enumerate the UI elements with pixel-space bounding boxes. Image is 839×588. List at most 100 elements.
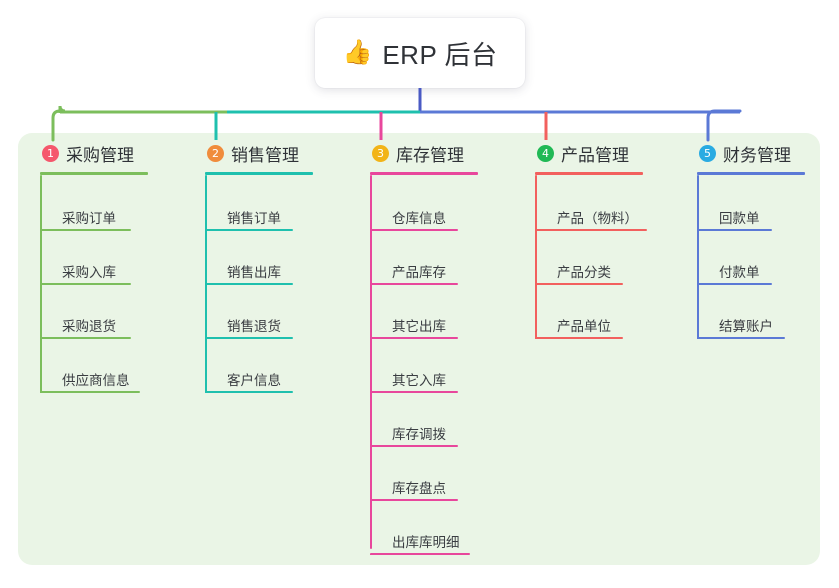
list-item-rule (40, 391, 140, 393)
branch-spine-4 (535, 175, 537, 339)
list-item[interactable]: 采购订单 (40, 175, 190, 231)
list-item-rule (40, 337, 131, 339)
list-item[interactable]: 产品分类 (535, 231, 695, 285)
list-item-rule (697, 283, 772, 285)
list-item-label: 产品分类 (557, 265, 611, 280)
branch-header-5[interactable]: 5 财务管理 (697, 140, 839, 166)
list-item[interactable]: 供应商信息 (40, 339, 190, 393)
branch-column-2: 2 销售管理 销售订单 销售出库 销售退货 客户信息 (205, 140, 355, 393)
list-item-label: 采购订单 (62, 211, 116, 226)
list-item-label: 结算账户 (719, 319, 773, 334)
list-item-rule (370, 337, 458, 339)
thumbs-up-icon: 👍 (342, 39, 373, 66)
list-item-label: 其它入库 (392, 373, 446, 388)
list-item[interactable]: 销售退货 (205, 285, 355, 339)
list-item-rule (535, 337, 623, 339)
branch-title-5: 财务管理 (723, 145, 791, 165)
root-node-content: 👍 ERP 后台 (342, 35, 497, 72)
list-item-label: 仓库信息 (392, 211, 446, 226)
branch-title-3: 库存管理 (396, 145, 464, 165)
list-item-label: 供应商信息 (62, 373, 130, 388)
list-item-rule (40, 283, 131, 285)
branch-header-4[interactable]: 4 产品管理 (535, 140, 695, 166)
list-item-rule (370, 283, 458, 285)
branch-badge-2: 2 (207, 144, 224, 162)
list-item-label: 付款单 (719, 265, 760, 280)
list-item-label: 其它出库 (392, 319, 446, 334)
list-item[interactable]: 销售出库 (205, 231, 355, 285)
list-item[interactable]: 销售订单 (205, 175, 355, 231)
branch-rule-5 (697, 172, 805, 175)
mindmap-panel (18, 133, 820, 565)
list-item-rule (370, 499, 458, 501)
branch-spine-3 (370, 175, 372, 549)
branch-title-4: 产品管理 (561, 145, 629, 165)
branch-header-1[interactable]: 1 采购管理 (40, 140, 190, 166)
list-item-rule (205, 391, 293, 393)
list-item[interactable]: 回款单 (697, 175, 839, 231)
branch-column-3: 3 库存管理 仓库信息 产品库存 其它出库 其它入库 库存调拨 库存盘点 (370, 140, 520, 555)
list-item[interactable]: 产品库存 (370, 231, 520, 285)
list-item[interactable]: 库存调拨 (370, 393, 520, 447)
list-item-rule (370, 445, 458, 447)
list-item-label: 采购退货 (62, 319, 116, 334)
list-item-rule (40, 229, 131, 231)
list-item-label: 回款单 (719, 211, 760, 226)
list-item-label: 出库库明细 (392, 535, 460, 550)
list-item[interactable]: 仓库信息 (370, 175, 520, 231)
list-item-label: 库存盘点 (392, 481, 446, 496)
list-item-rule (205, 229, 293, 231)
branch-badge-5: 5 (699, 144, 716, 162)
list-item-label: 销售订单 (227, 211, 281, 226)
list-item[interactable]: 其它入库 (370, 339, 520, 393)
branch-rule-1 (40, 172, 148, 175)
branch-badge-1: 1 (42, 144, 59, 162)
branch-spine-5 (697, 175, 699, 339)
list-item[interactable]: 付款单 (697, 231, 839, 285)
list-item-rule (697, 229, 772, 231)
branch-items-5: 回款单 付款单 结算账户 (697, 175, 839, 339)
list-item[interactable]: 出库库明细 (370, 501, 520, 555)
list-item-rule (535, 283, 623, 285)
branch-column-5: 5 财务管理 回款单 付款单 结算账户 (697, 140, 839, 339)
branch-column-4: 4 产品管理 产品（物料） 产品分类 产品单位 (535, 140, 695, 339)
root-node-title: ERP 后台 (382, 39, 498, 70)
list-item[interactable]: 采购入库 (40, 231, 190, 285)
list-item[interactable]: 其它出库 (370, 285, 520, 339)
list-item-label: 客户信息 (227, 373, 281, 388)
list-item-rule (370, 553, 470, 555)
list-item-rule (697, 337, 785, 339)
branch-items-2: 销售订单 销售出库 销售退货 客户信息 (205, 175, 355, 393)
branch-rule-4 (535, 172, 643, 175)
list-item-label: 销售出库 (227, 265, 281, 280)
branch-title-1: 采购管理 (66, 145, 134, 165)
list-item[interactable]: 库存盘点 (370, 447, 520, 501)
branch-badge-3: 3 (372, 144, 389, 162)
list-item-rule (205, 337, 293, 339)
list-item[interactable]: 采购退货 (40, 285, 190, 339)
branch-items-1: 采购订单 采购入库 采购退货 供应商信息 (40, 175, 190, 393)
list-item[interactable]: 产品单位 (535, 285, 695, 339)
branch-column-1: 1 采购管理 采购订单 采购入库 采购退货 供应商信息 (40, 140, 190, 393)
list-item[interactable]: 产品（物料） (535, 175, 695, 231)
branch-rule-2 (205, 172, 313, 175)
list-item-label: 销售退货 (227, 319, 281, 334)
branch-badge-4: 4 (537, 144, 554, 162)
list-item-label: 产品（物料） (557, 211, 638, 226)
list-item-rule (535, 229, 647, 231)
branch-rule-3 (370, 172, 478, 175)
list-item-rule (370, 391, 458, 393)
list-item-label: 库存调拨 (392, 427, 446, 442)
list-item-label: 采购入库 (62, 265, 116, 280)
root-node-card[interactable]: 👍 ERP 后台 (315, 18, 525, 88)
branch-header-2[interactable]: 2 销售管理 (205, 140, 355, 166)
list-item[interactable]: 结算账户 (697, 285, 839, 339)
branch-title-2: 销售管理 (231, 145, 299, 165)
list-item-rule (205, 283, 293, 285)
list-item-label: 产品单位 (557, 319, 611, 334)
list-item-label: 产品库存 (392, 265, 446, 280)
branch-header-3[interactable]: 3 库存管理 (370, 140, 520, 166)
branch-items-3: 仓库信息 产品库存 其它出库 其它入库 库存调拨 库存盘点 出库库明细 (370, 175, 520, 555)
list-item[interactable]: 客户信息 (205, 339, 355, 393)
list-item-rule (370, 229, 458, 231)
